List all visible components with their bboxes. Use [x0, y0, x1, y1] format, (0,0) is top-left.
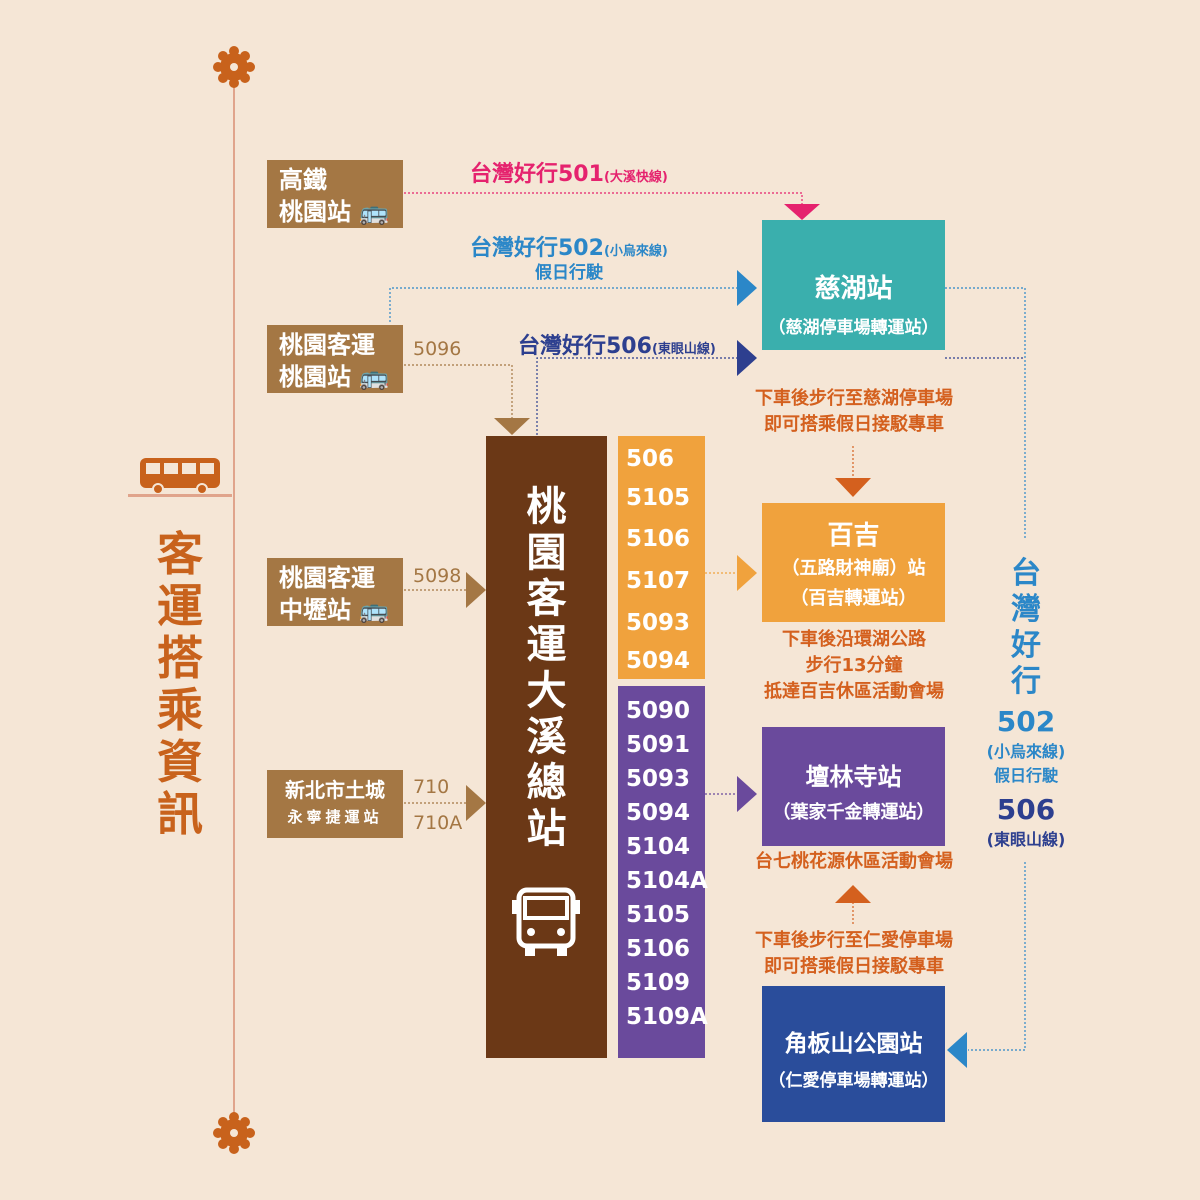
- dest-baiji-sub1: （五路財神廟）站: [781, 558, 926, 579]
- bus-icon-side: [128, 458, 232, 497]
- side-502-number: 502: [996, 705, 1056, 738]
- route-item: 506: [626, 446, 675, 472]
- origin-taoyuan-line1: 桃園客運: [279, 331, 375, 359]
- origin-tucheng: 新北市土城 永寧捷運站: [267, 770, 403, 838]
- origin-taoyuan-line2: 桃園站: [279, 363, 351, 391]
- route-item: 5104: [626, 834, 691, 860]
- dest-cihu-name: 慈湖站: [814, 274, 893, 304]
- bus-icon-hub: [512, 887, 580, 956]
- line-502-label: 台灣好行502(小烏來線): [470, 236, 668, 261]
- dest-jiaobanshan: 角板山公園站 （仁愛停車場轉運站）: [762, 986, 945, 1122]
- side-506-sub: (東眼山線): [986, 830, 1066, 849]
- dest-tanlin-sub: （葉家千金轉運站）: [772, 802, 935, 823]
- line-side-top: [945, 287, 1026, 540]
- route-710-label: 710: [413, 776, 450, 798]
- line-502-note: 假日行駛: [535, 263, 603, 283]
- dest-baiji: 百吉 （五路財神廟）站 （百吉轉運站）: [762, 503, 945, 622]
- route-item: 5109: [626, 970, 691, 996]
- origin-tucheng-line1: 新北市土城: [285, 778, 385, 802]
- route-item: 5094: [626, 800, 691, 826]
- route-item: 5105: [626, 485, 691, 511]
- route-item: 5107: [626, 568, 691, 594]
- purple-route-list: 5090 5091 5093 5094 5104 5104A 5105 5106…: [618, 686, 708, 1058]
- line-502: [389, 287, 737, 322]
- arrow-baiji: [737, 555, 757, 591]
- route-item: 5106: [626, 526, 691, 552]
- note-cihu: 下車後步行至慈湖停車場 即可搭乘假日接駁專車: [755, 388, 953, 435]
- dest-baiji-sub2: （百吉轉運站）: [790, 588, 917, 609]
- arrow-5098: [466, 572, 486, 608]
- route-item: 5109A: [626, 1004, 708, 1030]
- arrow-710: [466, 785, 486, 821]
- line-side-bottom: [968, 862, 1026, 1051]
- origin-hsr-line1: 高鐵: [279, 166, 327, 194]
- dest-jiaobanshan-name: 角板山公園站: [784, 1031, 923, 1057]
- route-item: 5093: [626, 766, 691, 792]
- line-506-label: 台灣好行506(東眼山線): [518, 334, 716, 359]
- line-501-label: 台灣好行501(大溪快線): [470, 162, 668, 187]
- page-title: 客運搭乘資訊: [157, 527, 203, 841]
- dest-jiaobanshan-sub: （仁愛停車場轉運站）: [768, 1071, 939, 1091]
- route-item: 5106: [626, 936, 691, 962]
- line-506: [536, 357, 737, 435]
- route-item: 5094: [626, 648, 691, 674]
- dest-tanlin-name: 壇林寺站: [805, 763, 902, 791]
- dest-baiji-name: 百吉: [827, 521, 880, 551]
- side-title: 台灣好行: [1011, 556, 1041, 699]
- side-502: 502 (小烏來線) 假日行駛: [975, 706, 1077, 786]
- route-item: 5104A: [626, 868, 708, 894]
- route-5098-label: 5098: [413, 565, 462, 587]
- origin-zhongli-line1: 桃園客運: [279, 564, 375, 592]
- arrow-502: [737, 270, 757, 306]
- note-baiji: 下車後沿環湖公路 步行13分鐘 抵達百吉休區活動會場: [764, 629, 944, 702]
- route-item: 5093: [626, 610, 691, 636]
- bus-icon: 🚌: [359, 198, 390, 226]
- side-506-number: 506: [996, 793, 1056, 826]
- route-item: 5091: [626, 732, 691, 758]
- note-tanlin: 台七桃花源休區活動會場: [755, 851, 953, 872]
- bus-icon: 🚌: [359, 363, 390, 391]
- line-501: [404, 192, 803, 205]
- origin-hsr-taoyuan: 高鐵 桃園站 🚌: [267, 160, 403, 228]
- route-item: 5105: [626, 902, 691, 928]
- origin-zhongli-station: 桃園客運 中壢站 🚌: [267, 558, 403, 626]
- orange-route-list: 506 5105 5106 5107 5093 5094: [618, 436, 705, 679]
- flower-icon-top: [213, 46, 255, 88]
- side-502-sub: (小烏來線): [986, 742, 1066, 761]
- dest-tanlin: 壇林寺站 （葉家千金轉運站）: [762, 727, 945, 846]
- arrow-501: [784, 204, 820, 220]
- arrow-jiao-tanlin: [835, 885, 871, 903]
- origin-hsr-line2: 桃園站: [279, 198, 351, 226]
- route-710a-label: 710A: [413, 812, 463, 834]
- dest-cihu: 慈湖站 （慈湖停車場轉運站）: [762, 220, 945, 350]
- flower-icon-bottom: [213, 1112, 255, 1154]
- origin-tucheng-line2: 永寧捷運站: [287, 808, 383, 826]
- hub-name: 桃園客運大溪總站: [526, 484, 567, 852]
- hub-daxi-terminal: 桃園客運大溪總站: [486, 436, 607, 1058]
- route-item: 5090: [626, 698, 691, 724]
- side-506: 506 (東眼山線): [975, 794, 1077, 850]
- arrow-506: [737, 340, 757, 376]
- line-5096: [404, 364, 513, 420]
- side-502-note: 假日行駛: [993, 766, 1058, 785]
- bus-icon: 🚌: [359, 596, 390, 624]
- arrow-5096: [494, 418, 530, 435]
- dest-cihu-sub: （慈湖停車場轉運站）: [768, 318, 939, 338]
- note-jiaobanshan: 下車後步行至仁愛停車場 即可搭乘假日接駁專車: [755, 930, 953, 977]
- arrow-cihu-baiji: [835, 478, 871, 497]
- origin-zhongli-line2: 中壢站: [279, 596, 351, 624]
- route-5096-label: 5096: [413, 338, 462, 360]
- origin-taoyuan-station: 桃園客運 桃園站 🚌: [267, 325, 403, 393]
- arrow-tanlin: [737, 776, 757, 812]
- arrow-jiaobanshan: [947, 1032, 967, 1068]
